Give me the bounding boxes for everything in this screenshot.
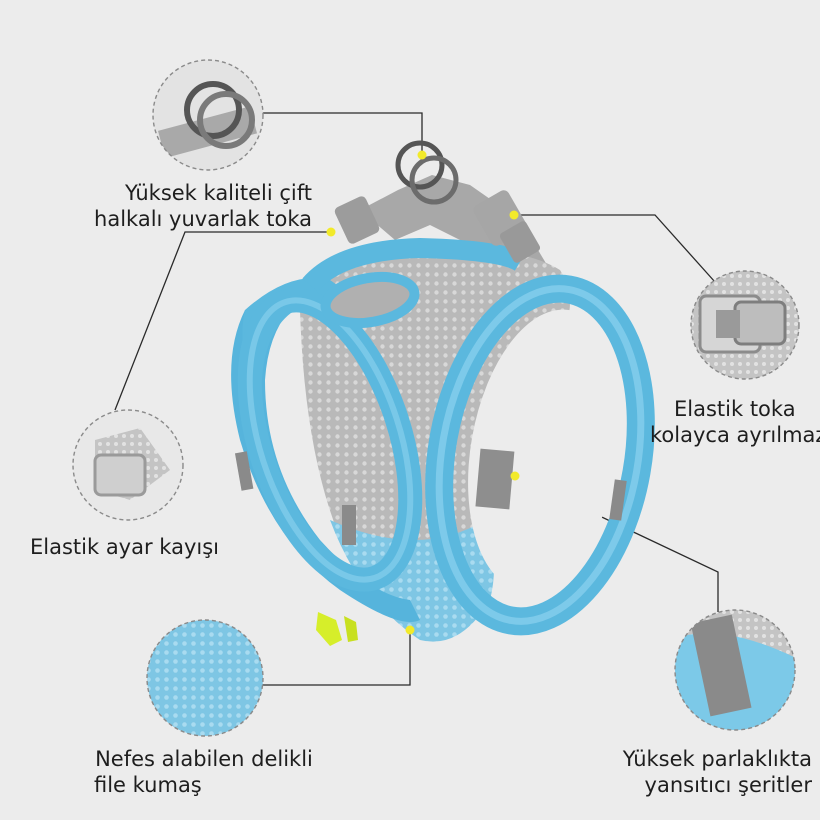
label-reflective-line2: yansıtıcı şeritler [644,773,812,797]
leader-line-buckle [515,214,716,283]
label-rings-line1: Yüksek kaliteli çift [124,181,312,205]
callout-circle-strap [73,410,183,520]
marker-dot-strap [326,227,336,237]
label-mesh-line2: file kumaş [94,773,202,797]
leader-line-mesh [262,630,411,686]
label-rings: Yüksek kaliteli çift halkalı yuvarlak to… [80,180,312,232]
label-rings-line2: halkalı yuvarlak toka [94,207,312,231]
label-mesh: Nefes alabilen delikli file kumaş [84,746,324,798]
leader-line-strap [114,231,330,411]
marker-dot-mesh [405,625,415,635]
marker-dot-rings [417,150,427,160]
callout-circle-reflective [675,610,795,730]
leader-line-rings [262,112,423,152]
label-buckle: Elastik toka kolayca ayrılmaz [650,396,820,448]
marker-dot-buckle [509,210,519,220]
label-reflective: Yüksek parlaklıkta yansıtıcı şeritler [590,746,812,798]
callout-circle-mesh [147,620,263,736]
harness-image [231,140,655,646]
label-strap-line1: Elastik ayar kayışı [30,535,219,559]
callout-circle-buckle [691,271,799,379]
reflective-strip-icon [690,614,752,717]
label-buckle-line1: Elastik toka [674,397,796,421]
marker-dot-reflective [510,471,520,481]
label-reflective-line1: Yüksek parlaklıkta [622,747,812,771]
mesh-fabric-icon [147,620,263,736]
label-mesh-line1: Nefes alabilen delikli [95,747,313,771]
buckle-icon [733,300,787,346]
label-buckle-line2: kolayca ayrılmaz [650,423,820,447]
double-ring-icon [184,81,242,139]
callout-circle-rings [153,60,263,170]
label-strap: Elastik ayar kayışı [30,534,219,560]
